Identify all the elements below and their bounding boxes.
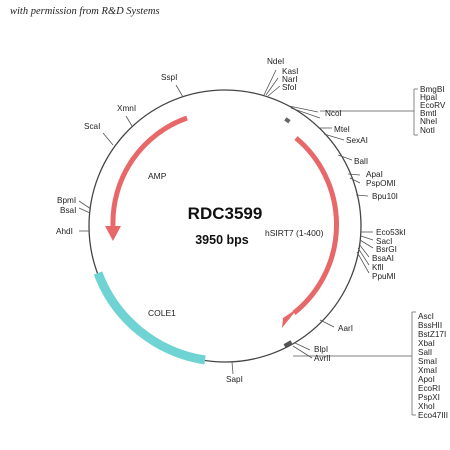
site-bpmi: BpmI xyxy=(57,196,76,205)
site-bmti: BmtI xyxy=(420,109,437,118)
site-ppumi: PpuMI xyxy=(372,272,396,281)
site-xmai: XmaI xyxy=(418,366,437,375)
site-sapi: SapI xyxy=(226,375,243,384)
insert-marker-bottom xyxy=(283,340,293,348)
site-eco47iii: Eco47III xyxy=(418,411,448,420)
site-ecori: EcoRI xyxy=(418,384,440,393)
feature-amp: AMP xyxy=(148,171,167,181)
site-nari: NarI xyxy=(282,75,297,84)
site-blpi: BlpI xyxy=(314,345,328,354)
site-bpu10i: Bpu10I xyxy=(372,192,398,201)
site-nhei: NheI xyxy=(420,117,437,126)
site-eco53ki: Eco53kI xyxy=(376,228,406,237)
site-ncoi: NcoI xyxy=(325,109,342,118)
site-sspi: SspI xyxy=(161,73,177,82)
site-apoi: ApoI xyxy=(418,375,435,384)
amp-arrowhead xyxy=(105,226,121,241)
site-scai: ScaI xyxy=(84,122,100,131)
site-apai: ApaI xyxy=(366,170,383,179)
feature-cole1: COLE1 xyxy=(148,308,176,318)
site-sexai: SexAI xyxy=(346,136,368,145)
site-ahdi: AhdI xyxy=(56,227,73,236)
site-bsaai: BsaAI xyxy=(372,254,394,263)
site-bstz17i: BstZ17I xyxy=(418,330,446,339)
site-bsai: BsaI xyxy=(60,206,76,215)
amp-arrow xyxy=(110,115,188,227)
site-smai: SmaI xyxy=(418,357,437,366)
site-kasi: KasI xyxy=(282,67,298,76)
feature-hsirt7: hSIRT7 (1-400) xyxy=(265,228,324,238)
site-bsrgi: BsrGI xyxy=(376,245,397,254)
site-xmni: XmnI xyxy=(117,104,136,113)
site-asci: AscI xyxy=(418,312,434,321)
site-pspxi: PspXI xyxy=(418,393,440,402)
site-xhoi: XhoI xyxy=(418,402,435,411)
site-psppomi: PspOMI xyxy=(366,179,396,188)
site-hpai: HpaI xyxy=(420,93,437,102)
plasmid-size: 3950 bps xyxy=(195,233,249,247)
site-bsshii: BssHII xyxy=(418,321,442,330)
site-kfli: KflI xyxy=(372,263,384,272)
hsirt7-arrowhead xyxy=(282,308,298,328)
site-bmgbi: BmgBI xyxy=(420,85,445,94)
cole1-arc xyxy=(93,271,206,365)
site-sfoi: SfoI xyxy=(282,83,297,92)
plasmid-name: RDC3599 xyxy=(188,204,263,223)
site-mtei: MteI xyxy=(334,125,350,134)
site-sali: SalI xyxy=(418,348,432,357)
site-aari: AarI xyxy=(338,324,353,333)
site-saci: SacI xyxy=(376,237,392,246)
site-avrii: AvrII xyxy=(314,354,331,363)
site-bali: BalI xyxy=(354,157,368,166)
site-ndei: NdeI xyxy=(267,57,284,66)
site-xbai: XbaI xyxy=(418,339,435,348)
plasmid-backbone xyxy=(88,89,362,363)
hsirt7-arrow xyxy=(292,136,339,315)
site-ecorv: EcoRV xyxy=(420,101,446,110)
insert-marker-top xyxy=(284,117,291,124)
credit-caption: with permission from R&D Systems xyxy=(10,6,160,17)
site-noti: NotI xyxy=(420,126,435,135)
